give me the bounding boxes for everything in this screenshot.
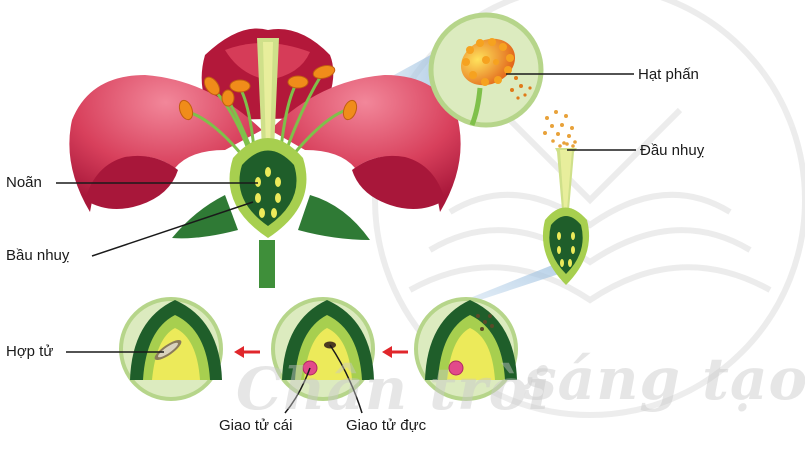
anther-zoom-circle (431, 15, 541, 125)
falling-pollen (543, 110, 577, 145)
watermark-text-right: sáng tạo (524, 345, 805, 413)
label-stigma: Đầu nhuỵ (640, 142, 704, 160)
label-pollen: Hạt phấn (638, 66, 699, 84)
label-ovary: Bầu nhuỵ (6, 247, 69, 265)
label-ovule: Noãn (6, 174, 42, 192)
flower-cross-section (69, 28, 460, 288)
watermark-text-left: Chân trời (236, 355, 551, 423)
label-egg-cell: Giao tử cái (219, 417, 292, 435)
zygote-circle (121, 299, 222, 399)
label-sperm-cell: Giao tử đực (346, 417, 426, 435)
label-zygote: Hợp tử (6, 343, 53, 361)
